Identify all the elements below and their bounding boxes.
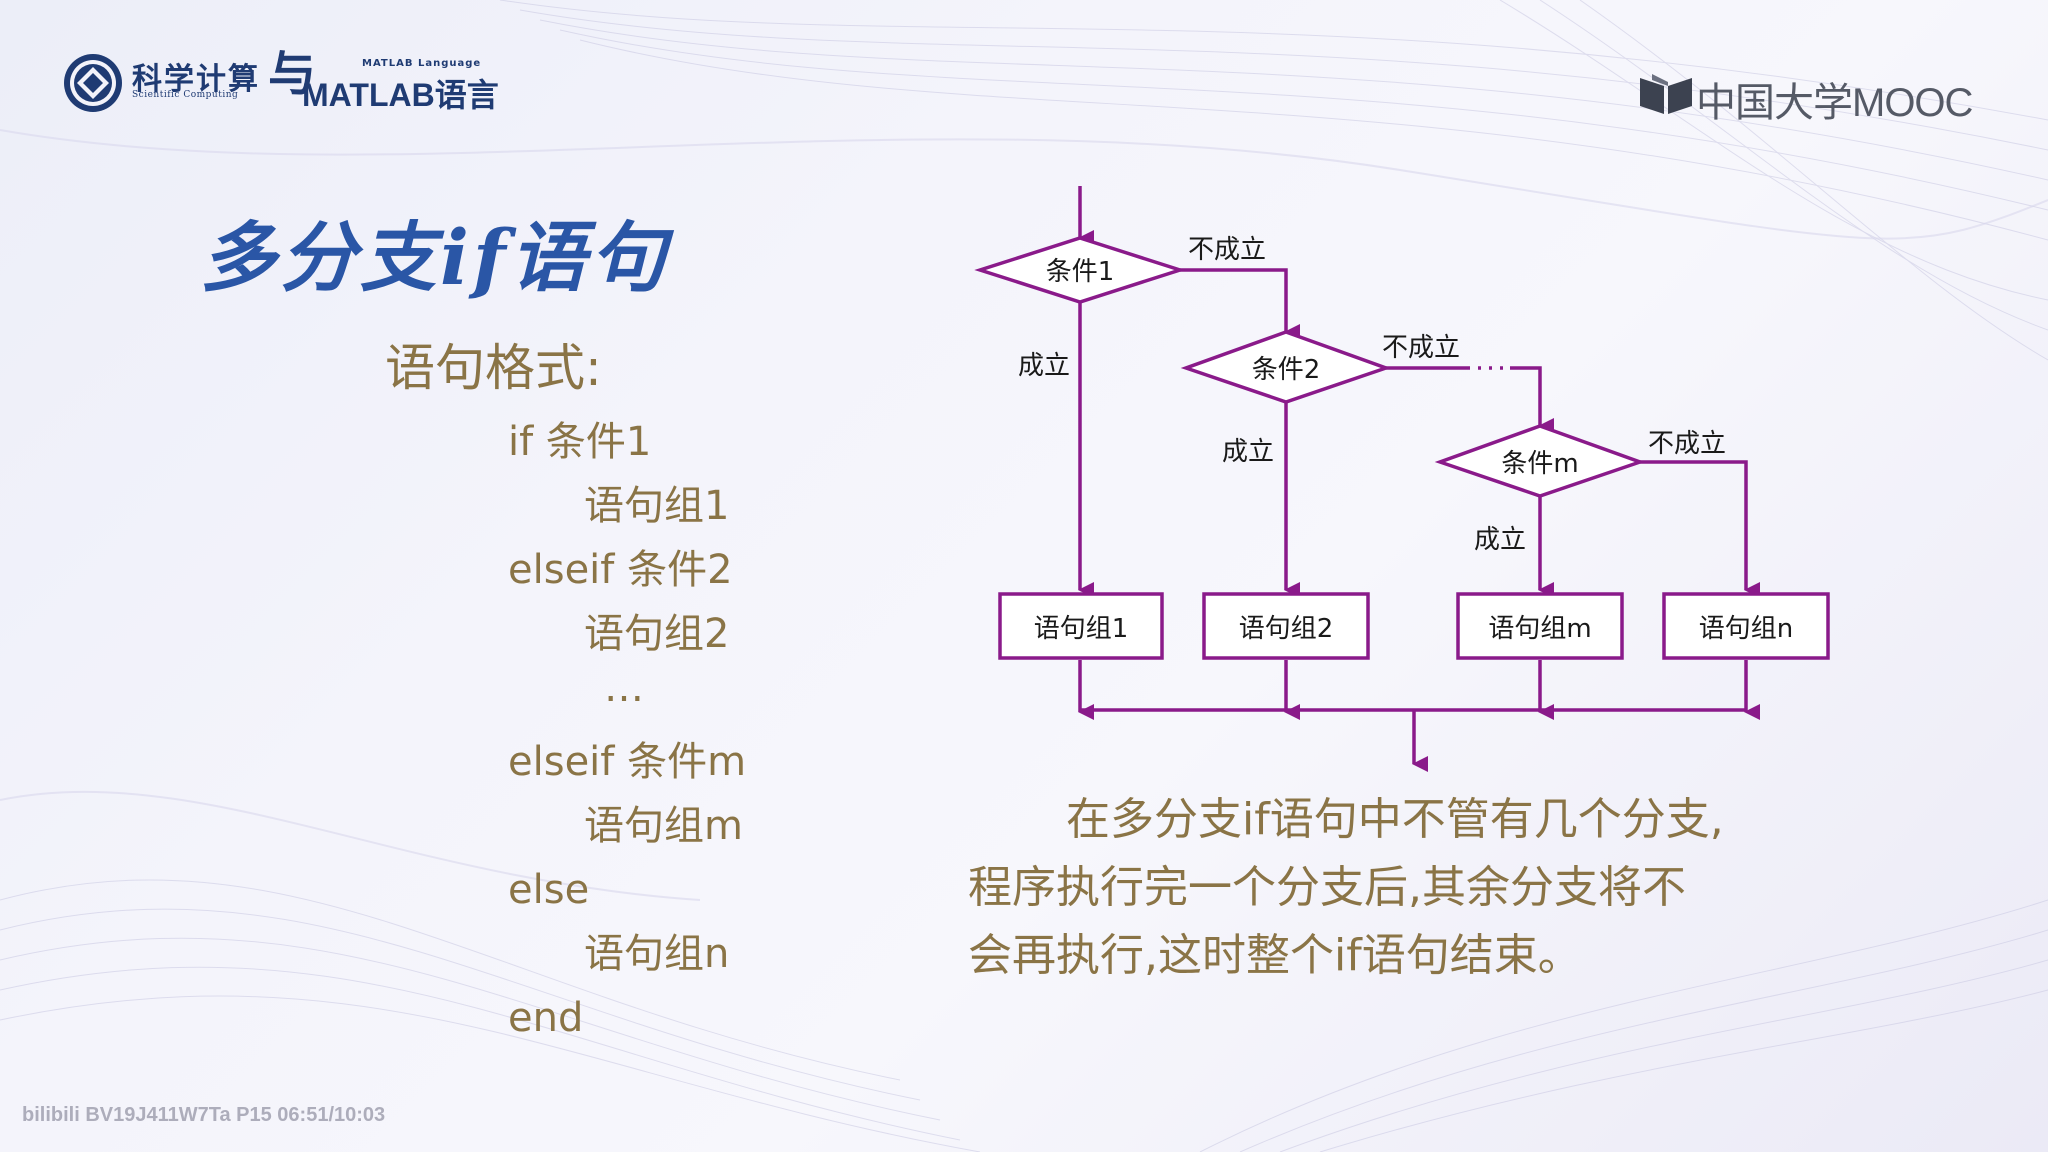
code-line-block1: 语句组1 — [584, 483, 730, 529]
video-watermark: bilibili BV19J411W7Ta P15 06:51/10:03 — [22, 1104, 386, 1126]
code-line-blockm: 语句组m — [584, 803, 743, 849]
statement-block-n — [1662, 592, 1830, 660]
code-line-block2: 语句组2 — [584, 611, 730, 657]
logo-matlab-text: MATLAB语言 — [302, 77, 499, 113]
code-line-ellipsis: … — [604, 665, 644, 711]
logo-matlab-language-small: MATLAB Language — [362, 58, 482, 69]
statement-block-2 — [1202, 592, 1370, 660]
condition-diamond-2 — [1180, 330, 1392, 404]
condition-label-2: 条件2 — [1252, 355, 1321, 385]
no-arrow-2-cont — [1510, 366, 1554, 434]
description-line-3: 会再执行,这时整个if语句结束。 — [968, 930, 1582, 981]
code-line-if: if 条件1 — [508, 419, 652, 465]
syntax-heading: 语句格式: — [385, 339, 602, 397]
statement-block-1 — [998, 592, 1164, 660]
code-line-else: else — [508, 867, 590, 913]
block-label-2: 语句组2 — [1239, 614, 1334, 644]
description-line-1: 在多分支if语句中不管有几个分支, — [1066, 794, 1724, 845]
no-arrow-m — [1640, 460, 1760, 598]
mooc-logo: 中国大学MOOC — [1638, 68, 1973, 125]
yes-label-2: 成立 — [1222, 437, 1274, 467]
logo-connector-text: 与 — [268, 46, 317, 102]
mooc-brand-text: 中国大学MOOC — [1696, 81, 1973, 125]
no-label-1: 不成立 — [1188, 235, 1266, 265]
logo-chinese-text: 科学计算 — [132, 62, 260, 97]
block-label-m: 语句组m — [1488, 614, 1591, 644]
multi-branch-flowchart: 条件1 条件2 条件m 成立 成立 成立 不成立 不成立 不成立 语句组1 语句… — [974, 186, 1830, 772]
course-logo: 科学计算 Scientific Computing 与 MATLAB Langu… — [62, 48, 502, 118]
yes-label-m: 成立 — [1474, 525, 1526, 555]
condition-diamond-1 — [974, 236, 1186, 304]
condition-diamond-m — [1434, 424, 1646, 498]
code-line-end: end — [508, 995, 584, 1041]
no-label-2: 不成立 — [1382, 333, 1460, 363]
yes-label-1: 成立 — [1018, 351, 1070, 381]
no-label-m: 不成立 — [1648, 429, 1726, 459]
logo-english-subtitle: Scientific Computing — [132, 90, 239, 100]
condition-label-m: 条件m — [1501, 449, 1578, 479]
condition-label-1: 条件1 — [1046, 257, 1115, 287]
mooc-book-icon — [1640, 74, 1692, 114]
slide-title: 多分支if语句 — [200, 213, 670, 302]
university-seal-icon — [64, 54, 122, 112]
statement-block-m — [1456, 592, 1624, 660]
description-line-2: 程序执行完一个分支后,其余分支将不 — [968, 862, 1686, 913]
code-line-elseif2: elseif 条件2 — [508, 547, 733, 593]
no-arrow-1 — [1180, 268, 1300, 340]
block-label-1: 语句组1 — [1034, 614, 1129, 644]
block-label-n: 语句组n — [1699, 614, 1793, 644]
code-line-blockn: 语句组n — [584, 931, 730, 977]
code-line-elseifm: elseif 条件m — [508, 739, 747, 785]
